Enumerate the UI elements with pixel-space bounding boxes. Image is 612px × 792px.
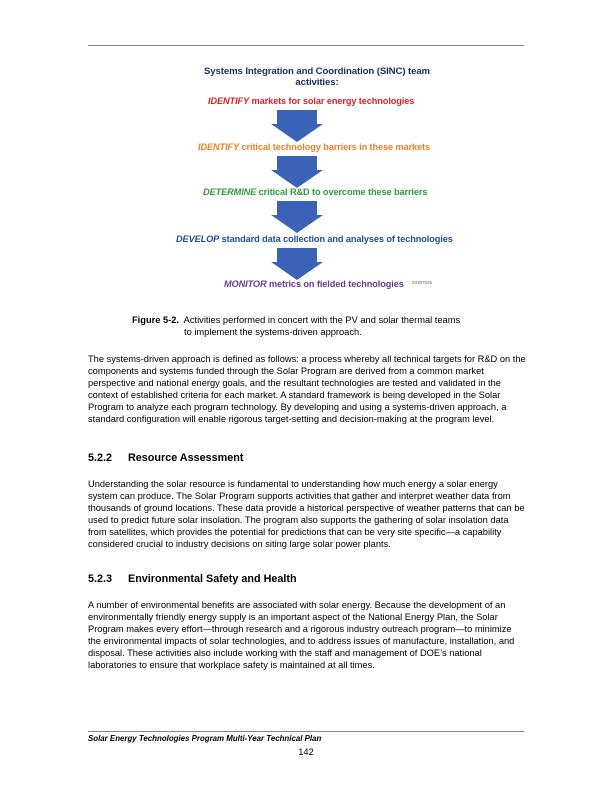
section-heading-safety: 5.2.3 Environmental Safety and Health xyxy=(88,573,297,585)
section-title: Environmental Safety and Health xyxy=(128,573,297,585)
caption-line1: Activities performed in concert with the… xyxy=(183,315,461,325)
footer-rule xyxy=(88,731,524,732)
step-determine-rd: DETERMINE critical R&D to overcome these… xyxy=(203,187,427,197)
down-arrow-icon xyxy=(271,110,323,142)
section-title: Resource Assessment xyxy=(128,452,244,464)
step-text: metrics on fielded technologies xyxy=(268,279,404,289)
step-identify-barriers: IDENTIFY critical technology barriers in… xyxy=(198,142,430,152)
figure-caption: Figure 5-2. Activities performed in conc… xyxy=(132,314,460,338)
section-number: 5.2.2 xyxy=(88,452,113,464)
caption-label: Figure 5-2. xyxy=(132,315,180,325)
step-identify-markets: IDENTIFY markets for solar energy techno… xyxy=(208,96,414,106)
page-number: 142 xyxy=(298,747,314,757)
down-arrow-icon xyxy=(271,201,323,233)
figure-id-code: 03387526 xyxy=(412,280,433,285)
step-develop-standard: DEVELOP standard data collection and ana… xyxy=(176,234,453,244)
step-text: critical technology barriers in these ma… xyxy=(241,142,431,152)
figure-title: Systems Integration and Coordination (SI… xyxy=(203,66,430,88)
section-heading-resource: 5.2.2 Resource Assessment xyxy=(88,452,243,464)
sinc-activities-figure: Systems Integration and Coordination (SI… xyxy=(170,62,453,297)
intro-paragraph: The systems-driven approach is defined a… xyxy=(88,354,526,425)
section-number: 5.2.3 xyxy=(88,573,113,585)
step-verb: MONITOR xyxy=(224,279,267,289)
step-text: critical R&D to overcome these barriers xyxy=(258,187,428,197)
step-verb: DETERMINE xyxy=(203,187,257,197)
down-arrow-icon xyxy=(271,248,323,280)
step-monitor-metrics: MONITOR metrics on fielded technologies xyxy=(224,279,404,289)
safety-paragraph: A number of environmental benefits are a… xyxy=(88,600,515,671)
step-verb: DEVELOP xyxy=(176,234,220,244)
step-text: markets for solar energy technologies xyxy=(251,96,415,106)
header-rule xyxy=(88,45,524,46)
footer-title: Solar Energy Technologies Program Multi-… xyxy=(88,734,322,743)
caption-line2: to implement the systems-driven approach… xyxy=(184,327,362,337)
down-arrow-icon xyxy=(271,156,323,188)
step-verb: IDENTIFY xyxy=(208,96,250,106)
resource-paragraph: Understanding the solar resource is fund… xyxy=(88,479,525,550)
step-verb: IDENTIFY xyxy=(198,142,240,152)
step-text: standard data collection and analyses of… xyxy=(221,234,453,244)
